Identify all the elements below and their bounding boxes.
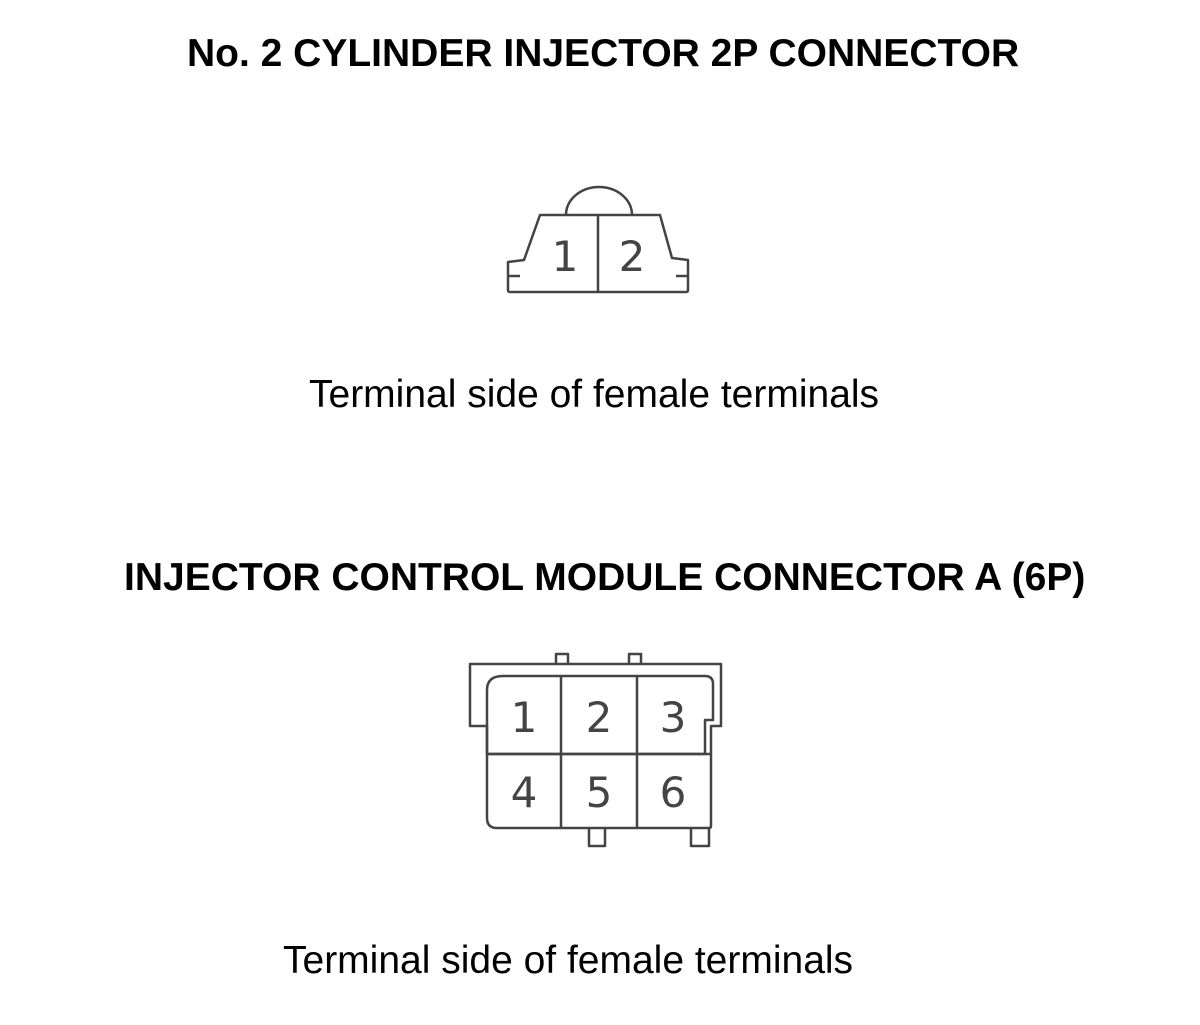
connector-2p-housing xyxy=(506,185,690,294)
connector-6p-pin-1: 1 xyxy=(511,693,538,742)
connector-2p-title: No. 2 CYLINDER INJECTOR 2P CONNECTOR xyxy=(187,32,1020,75)
connector-6p-title: INJECTOR CONTROL MODULE CONNECTOR A (6P) xyxy=(124,556,1086,599)
connector-6p-housing xyxy=(468,652,723,848)
connector-6p-pin-5: 5 xyxy=(586,768,613,817)
connector-6p-pin-3: 3 xyxy=(660,693,687,742)
connector-2p-pin-1: 1 xyxy=(552,232,579,281)
connector-6p-pin-4: 4 xyxy=(511,768,538,817)
connector-2p-caption: Terminal side of female terminals xyxy=(309,373,880,416)
connector-6p-pin-6: 6 xyxy=(660,768,687,817)
connector-6p-caption: Terminal side of female terminals xyxy=(283,939,854,982)
connector-2p-pin-2: 2 xyxy=(619,232,646,281)
connector-2p-diagram: 1 2 xyxy=(506,185,690,294)
connector-6p-diagram: 1 2 3 4 5 6 xyxy=(468,652,723,848)
connector-6p-pin-2: 2 xyxy=(586,693,613,742)
